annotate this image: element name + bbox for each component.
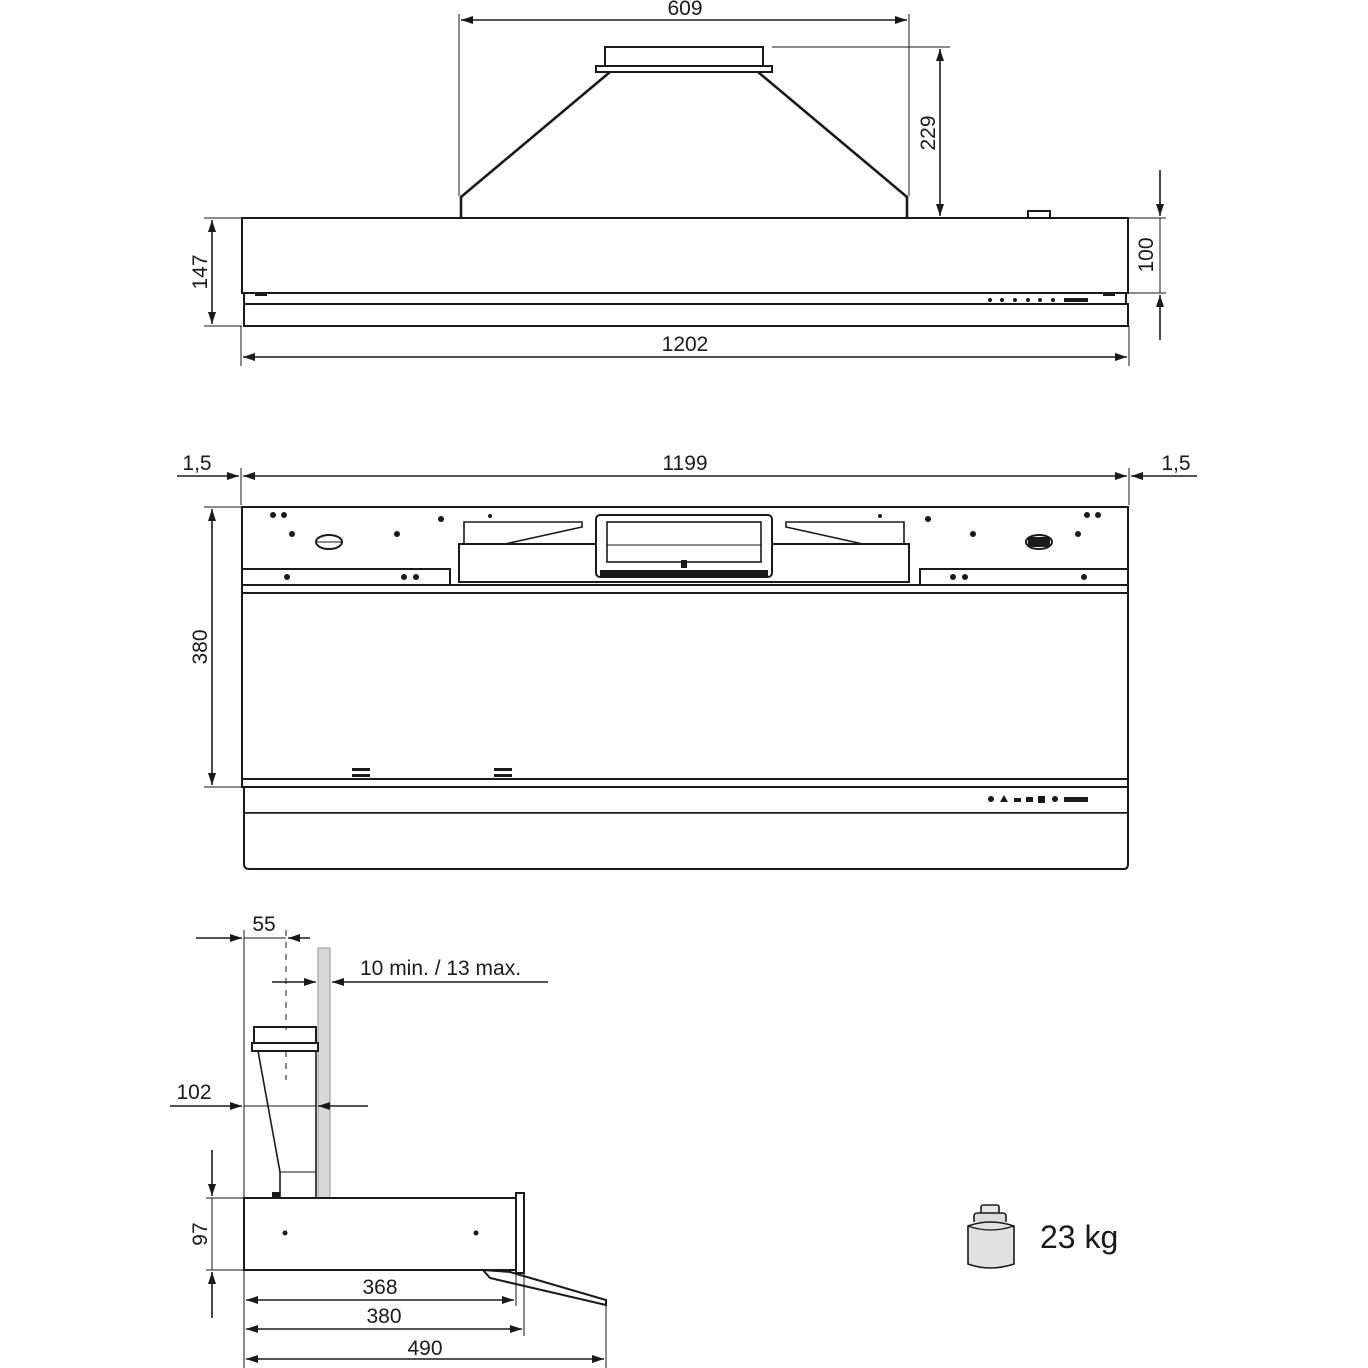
- dim-380-side-label: 380: [366, 1305, 401, 1328]
- dim-490-label: 490: [407, 1337, 442, 1360]
- dim-97-label: 97: [189, 1222, 212, 1245]
- dim-380-label: 380: [189, 629, 212, 664]
- dim-wall-thickness-label: 10 min. / 13 max.: [360, 957, 521, 980]
- lamp-left: [315, 534, 343, 550]
- dim-102-label: 102: [176, 1081, 211, 1104]
- front-control-panel: [988, 795, 1088, 803]
- weight-icon: [967, 1204, 1015, 1269]
- control-panel-icons: [988, 298, 1088, 302]
- dimension-380-side: 380: [246, 1273, 525, 1336]
- dimension-609: 609: [458, 0, 910, 196]
- front-view: 1199 1,5 1,5 380: [177, 452, 1197, 870]
- dimension-wall-thickness: 10 min. / 13 max.: [272, 957, 548, 986]
- duct-connector: [251, 1026, 319, 1199]
- dim-147-label: 147: [189, 254, 212, 289]
- hood-body-front: [241, 506, 1129, 870]
- weight-info: 23 kg: [967, 1204, 1118, 1269]
- top-view: 609 229 147 100 1202: [189, 0, 1166, 366]
- dimension-147: 147: [189, 217, 242, 327]
- dim-368-label: 368: [362, 1276, 397, 1299]
- dim-229-label: 229: [917, 115, 940, 150]
- filter-clips: [352, 768, 512, 777]
- dimension-490: 490: [246, 1305, 607, 1368]
- chimney-outline: [459, 46, 909, 218]
- dimension-229: 229: [772, 46, 950, 216]
- wall-panel: [243, 930, 331, 1199]
- hood-body-side: [243, 1192, 607, 1307]
- dim-1202-label: 1202: [662, 333, 709, 356]
- hood-body-top: [241, 210, 1129, 327]
- dim-1199-label: 1199: [662, 452, 707, 475]
- side-view: 55 10 min. / 13 max. 102 97: [170, 913, 607, 1368]
- dimension-97: 97: [189, 1150, 244, 1318]
- dimension-100: 100: [1128, 170, 1166, 340]
- lamp-right: [1025, 534, 1053, 550]
- motor-unit: [458, 514, 910, 583]
- dimension-1202: 1202: [240, 326, 1130, 366]
- dimension-368: 368: [243, 1270, 517, 1368]
- dim-right-gap-label: 1,5: [1161, 452, 1190, 475]
- dimension-1-5-left: 1,5: [177, 452, 239, 480]
- dim-left-gap-label: 1,5: [182, 452, 211, 475]
- mounting-holes: [270, 512, 1101, 580]
- dimension-380: 380: [189, 506, 242, 788]
- dimension-1-5-right: 1,5: [1131, 452, 1197, 480]
- dim-609-label: 609: [667, 0, 702, 20]
- dimension-1199: 1199: [240, 452, 1130, 505]
- dim-100-label: 100: [1135, 237, 1158, 272]
- dim-55-label: 55: [252, 913, 275, 936]
- weight-label: 23 kg: [1040, 1219, 1118, 1255]
- dimension-55: 55: [196, 913, 310, 1030]
- dimension-102: 102: [170, 1081, 368, 1110]
